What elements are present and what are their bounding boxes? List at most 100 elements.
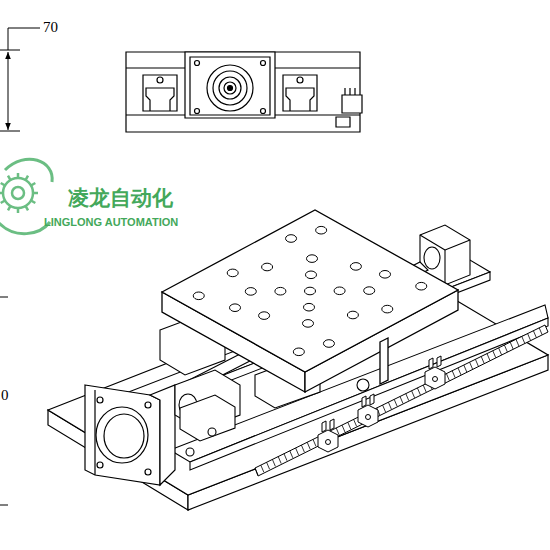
limit-sensors (425, 367, 445, 389)
strip-teeth (388, 402, 391, 409)
strip-teeth (510, 342, 513, 349)
mounting-holes (275, 287, 286, 295)
strip-teeth (470, 362, 473, 369)
sensor-strip (255, 325, 548, 476)
mounting-holes (193, 292, 204, 300)
motor-mount (85, 385, 175, 485)
strip-teeth (412, 391, 415, 398)
strip-teeth (354, 419, 357, 426)
mounting-holes (347, 311, 358, 319)
bearing-block (424, 247, 440, 269)
mounting-holes (306, 271, 317, 279)
mounting-holes (293, 348, 304, 356)
strip-teeth (267, 462, 270, 469)
top-view (354, 88, 355, 95)
top-view (190, 57, 270, 115)
strip-teeth (296, 448, 299, 455)
top-view (261, 109, 266, 114)
mounting-holes (303, 320, 314, 328)
watermark-logo (12, 187, 24, 199)
strip-teeth (539, 328, 542, 335)
mounting-holes (364, 287, 375, 295)
strip-teeth (528, 334, 531, 341)
watermark-logo (33, 192, 38, 195)
dimension-lines (8, 28, 9, 50)
motor-mount (96, 407, 148, 463)
dimension-value: 0 (1, 388, 9, 403)
dimension-lines (8, 52, 9, 130)
mounting-holes (227, 269, 238, 277)
strip-teeth (307, 442, 310, 449)
watermark-logo (3, 178, 33, 208)
top-view (185, 52, 275, 118)
motor-mount (145, 402, 151, 408)
strip-teeth (504, 345, 507, 352)
top-view (207, 65, 253, 111)
watermark-logo (17, 208, 20, 213)
watermark-logo (8, 176, 11, 180)
strip-teeth (383, 405, 386, 412)
carriage-table (162, 210, 458, 392)
limit-sensors (437, 356, 441, 367)
top-view (344, 88, 345, 95)
strip-teeth (446, 374, 449, 381)
motor-mount (97, 462, 103, 468)
top-view (219, 77, 241, 99)
strip-teeth (464, 365, 467, 372)
watermark-logo (17, 173, 20, 178)
mounting-holes (259, 312, 270, 320)
strip-teeth (522, 336, 525, 343)
mounting-holes (304, 303, 315, 311)
strip-teeth (487, 354, 490, 361)
mounting-holes (380, 271, 391, 279)
strip-teeth (290, 451, 293, 458)
motor-mount (150, 385, 175, 485)
mounting-holes (350, 263, 361, 271)
dimension-lines (0, 505, 8, 506)
strip-teeth (255, 328, 542, 475)
watermark-logo (26, 176, 29, 180)
limit-sensors (322, 421, 326, 432)
strip-teeth (499, 348, 502, 355)
motor-mount (104, 414, 144, 458)
strip-teeth (301, 445, 304, 452)
strip-teeth (475, 359, 478, 366)
carriage-blocks (357, 379, 369, 391)
watermark-logo (1, 183, 5, 186)
strip-teeth (406, 394, 409, 401)
watermark-logo (0, 222, 50, 234)
limit-sensors (330, 419, 334, 430)
sensor-strip (255, 325, 548, 476)
mounting-holes (305, 287, 316, 295)
limit-sensors (358, 394, 378, 427)
mounting-holes (382, 305, 393, 313)
limit-sensors (318, 419, 338, 452)
top-view (195, 61, 200, 66)
dimension-lines (0, 131, 20, 132)
watermark-logo (0, 192, 3, 195)
limit-sensors (366, 415, 371, 420)
strip-teeth (284, 454, 287, 461)
top-view (224, 82, 236, 94)
limit-sensors (370, 394, 374, 405)
bearing-block (445, 240, 470, 250)
mounting-holes (286, 235, 297, 243)
mounting-holes (193, 226, 427, 355)
strip-teeth (278, 457, 281, 464)
strip-teeth (458, 368, 461, 375)
strip-teeth (272, 459, 275, 466)
top-view (342, 95, 362, 113)
dimension-lines (0, 297, 8, 298)
top-view (126, 52, 360, 132)
top-view (146, 88, 174, 111)
mounting-holes (316, 226, 327, 234)
strip-teeth (400, 397, 403, 404)
bearing-block (444, 250, 445, 285)
strip-teeth (394, 399, 397, 406)
motor-mount (94, 390, 95, 475)
watermark-logo (8, 206, 11, 210)
limit-sensors (362, 396, 366, 407)
watermark-logo (31, 183, 35, 186)
